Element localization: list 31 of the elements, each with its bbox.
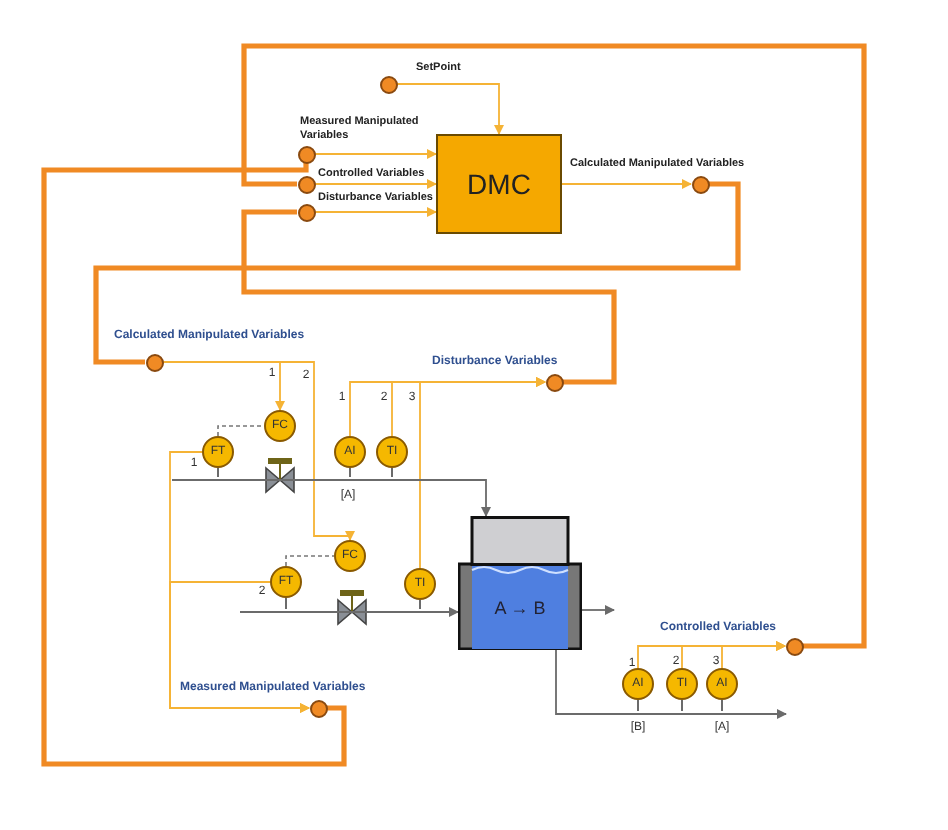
connector-line [555,649,787,719]
connector-line [162,361,355,541]
link-line [93,181,741,365]
connection-point [297,145,315,163]
link-line [241,209,617,385]
reaction-label: A → B [494,598,546,618]
connector-line [561,179,692,189]
connection-point [785,637,803,655]
connection-point [297,203,315,221]
connection-point [691,175,709,193]
connector-line [581,605,615,615]
link-line [241,43,867,649]
connector-line [239,607,459,617]
connection-point [309,699,327,717]
dashed-signal-line [217,425,265,437]
controller-box: DMC [436,134,562,234]
connector-line [314,149,437,159]
connector-line [314,179,437,189]
connection-point [145,353,163,371]
reactor-vessel [458,516,582,650]
connection-point [297,175,315,193]
connector-line [171,479,491,517]
connector-line [169,581,310,713]
link-line [41,161,347,767]
connection-point [379,75,397,93]
connector-line [419,377,546,569]
connector-line [314,207,437,217]
connector-line [396,83,504,135]
connection-point [545,373,563,391]
connector-line [721,641,786,669]
dashed-signal-line [285,555,335,567]
